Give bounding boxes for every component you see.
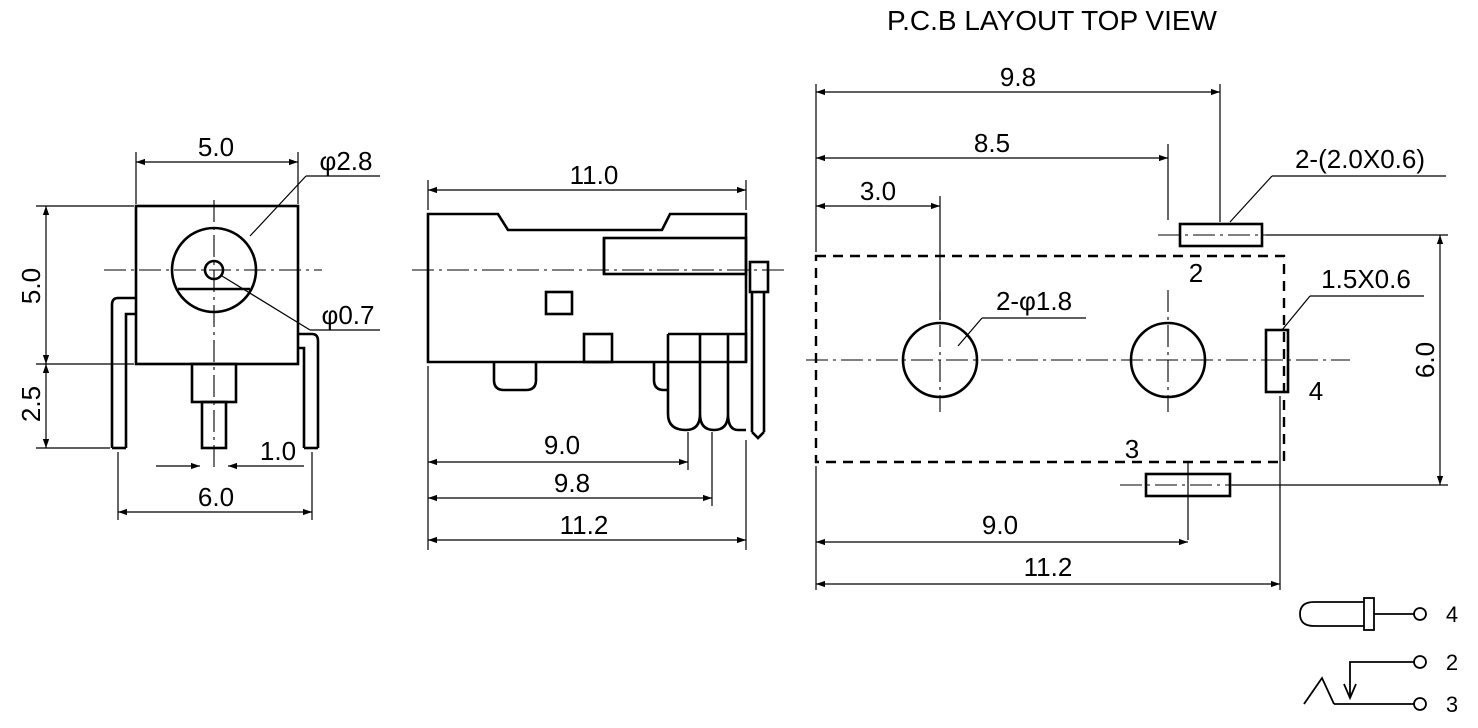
dimension-label: 4 — [1309, 376, 1323, 406]
front-pin — [200, 400, 228, 450]
dimension-label: 9.0 — [982, 510, 1018, 540]
dimension-label: 3 — [1125, 434, 1139, 464]
front-left-leg — [110, 296, 136, 448]
schematic-plug — [1299, 601, 1364, 627]
pcb-outline — [814, 254, 1286, 464]
pcb-layout: 9.8 8.5 3.0 2-(2.0X0.6) 2 2-φ1.8 1.5X0.6… — [806, 62, 1448, 590]
dimension-label: 11.2 — [560, 510, 609, 540]
dimension-label: 6.0 — [1410, 342, 1440, 378]
dimension-label: 8.5 — [974, 128, 1010, 158]
jack-schematic: 4 2 3 — [1299, 597, 1458, 717]
dimension-label: 3.0 — [860, 176, 896, 206]
side-body — [426, 212, 748, 364]
dimension-label: 9.0 — [544, 430, 580, 460]
dimension-label: 11.0 — [570, 160, 619, 190]
dimension-label: 3 — [1446, 692, 1458, 717]
dimension-label: 6.0 — [198, 482, 234, 512]
dimension-label: 2 — [1446, 650, 1458, 675]
dimension-label: 5.0 — [198, 132, 234, 162]
dimension-label: 2.5 — [16, 386, 46, 422]
dimension-label: 4 — [1446, 602, 1458, 627]
side-view: 11.0 9.0 9.8 11.2 — [412, 160, 786, 550]
front-right-leg — [298, 332, 320, 448]
dimension-label: 1.0 — [260, 436, 296, 466]
dimension-label: 2 — [1189, 258, 1203, 288]
dimension-label: 9.8 — [1000, 62, 1036, 92]
pcb-layout-title: P.C.B LAYOUT TOP VIEW — [887, 5, 1217, 36]
front-body — [134, 204, 300, 366]
dimension-label: 1.5X0.6 — [1321, 264, 1411, 294]
pcb-pad-4 — [1264, 328, 1290, 394]
dimension-label: 2-φ1.8 — [996, 286, 1072, 316]
dimension-label: 9.8 — [554, 468, 590, 498]
dimension-label: 11.2 — [1024, 552, 1073, 582]
side-prongs — [666, 332, 748, 432]
dimension-label: 2-(2.0X0.6) — [1295, 144, 1425, 174]
dimension-label: φ2.8 — [319, 146, 372, 176]
dimension-label: φ0.7 — [321, 300, 374, 330]
front-view: 5.0 5.0 2.5 φ2.8 φ0.7 1.0 6.0 — [16, 132, 380, 520]
dimension-label: 5.0 — [16, 268, 46, 304]
